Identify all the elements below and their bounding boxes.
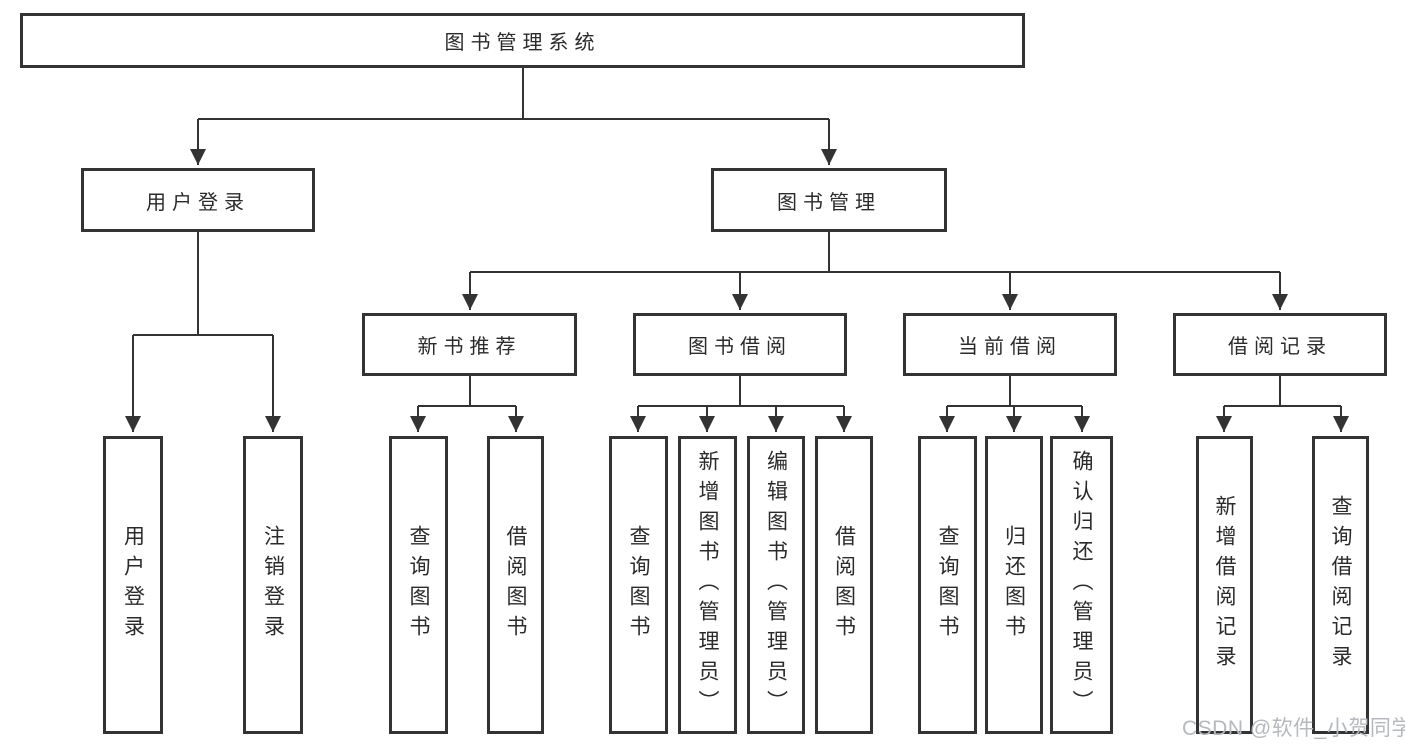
node-book-borrowing: 图书借阅 — [633, 313, 847, 376]
node-label: 查询图书 — [627, 525, 650, 645]
node-label: 查询图书 — [407, 525, 430, 645]
node-label: 确认归还（管理员） — [1070, 450, 1093, 720]
node-label: 借阅图书 — [504, 525, 527, 645]
node-label: 借阅记录 — [1228, 336, 1332, 358]
node-bb-add-books-admin: 新增图书（管理员） — [678, 436, 737, 734]
node-cb-query-books: 查询图书 — [918, 436, 977, 734]
node-br-query-record: 查询借阅记录 — [1312, 436, 1369, 734]
node-label: 用户登录 — [146, 191, 250, 214]
node-bb-edit-books-admin: 编辑图书（管理员） — [747, 436, 805, 734]
node-label: 图书管理 — [777, 191, 881, 214]
node-book-management: 图书管理 — [711, 168, 947, 232]
node-cb-confirm-return-admin: 确认归还（管理员） — [1050, 436, 1113, 734]
node-label: 新增图书（管理员） — [696, 450, 719, 720]
node-label: 归还图书 — [1002, 525, 1026, 645]
node-label: 查询借阅记录 — [1329, 495, 1352, 675]
node-label: 当前借阅 — [958, 336, 1062, 358]
node-nb-borrow-books: 借阅图书 — [487, 436, 544, 734]
node-bb-borrow-books: 借阅图书 — [815, 436, 873, 734]
node-label: 借阅图书 — [832, 525, 856, 645]
node-label: 编辑图书（管理员） — [764, 450, 788, 720]
node-user-login: 用户登录 — [81, 168, 315, 232]
node-nb-query-books: 查询图书 — [389, 436, 448, 734]
node-label: 查询图书 — [936, 525, 959, 645]
node-label: 新书推荐 — [417, 336, 522, 358]
node-current-borrowing: 当前借阅 — [903, 313, 1117, 376]
node-bb-query-books: 查询图书 — [609, 436, 668, 734]
node-new-book-recommend: 新书推荐 — [362, 313, 577, 376]
node-label: 用户登录 — [121, 525, 145, 645]
node-label: 图书借阅 — [688, 336, 792, 358]
node-login: 用户登录 — [103, 436, 163, 734]
node-label: 新增借阅记录 — [1213, 495, 1236, 675]
node-br-add-record: 新增借阅记录 — [1196, 436, 1253, 734]
node-logout: 注销登录 — [243, 436, 303, 734]
node-cb-return-books: 归还图书 — [985, 436, 1043, 734]
node-borrow-records: 借阅记录 — [1173, 313, 1387, 376]
node-library-system: 图书管理系统 — [20, 13, 1025, 68]
watermark-text: CSDN @软件_小贺同学 — [1182, 717, 1405, 740]
node-label: 图书管理系统 — [444, 32, 601, 54]
node-label: 注销登录 — [261, 525, 285, 645]
